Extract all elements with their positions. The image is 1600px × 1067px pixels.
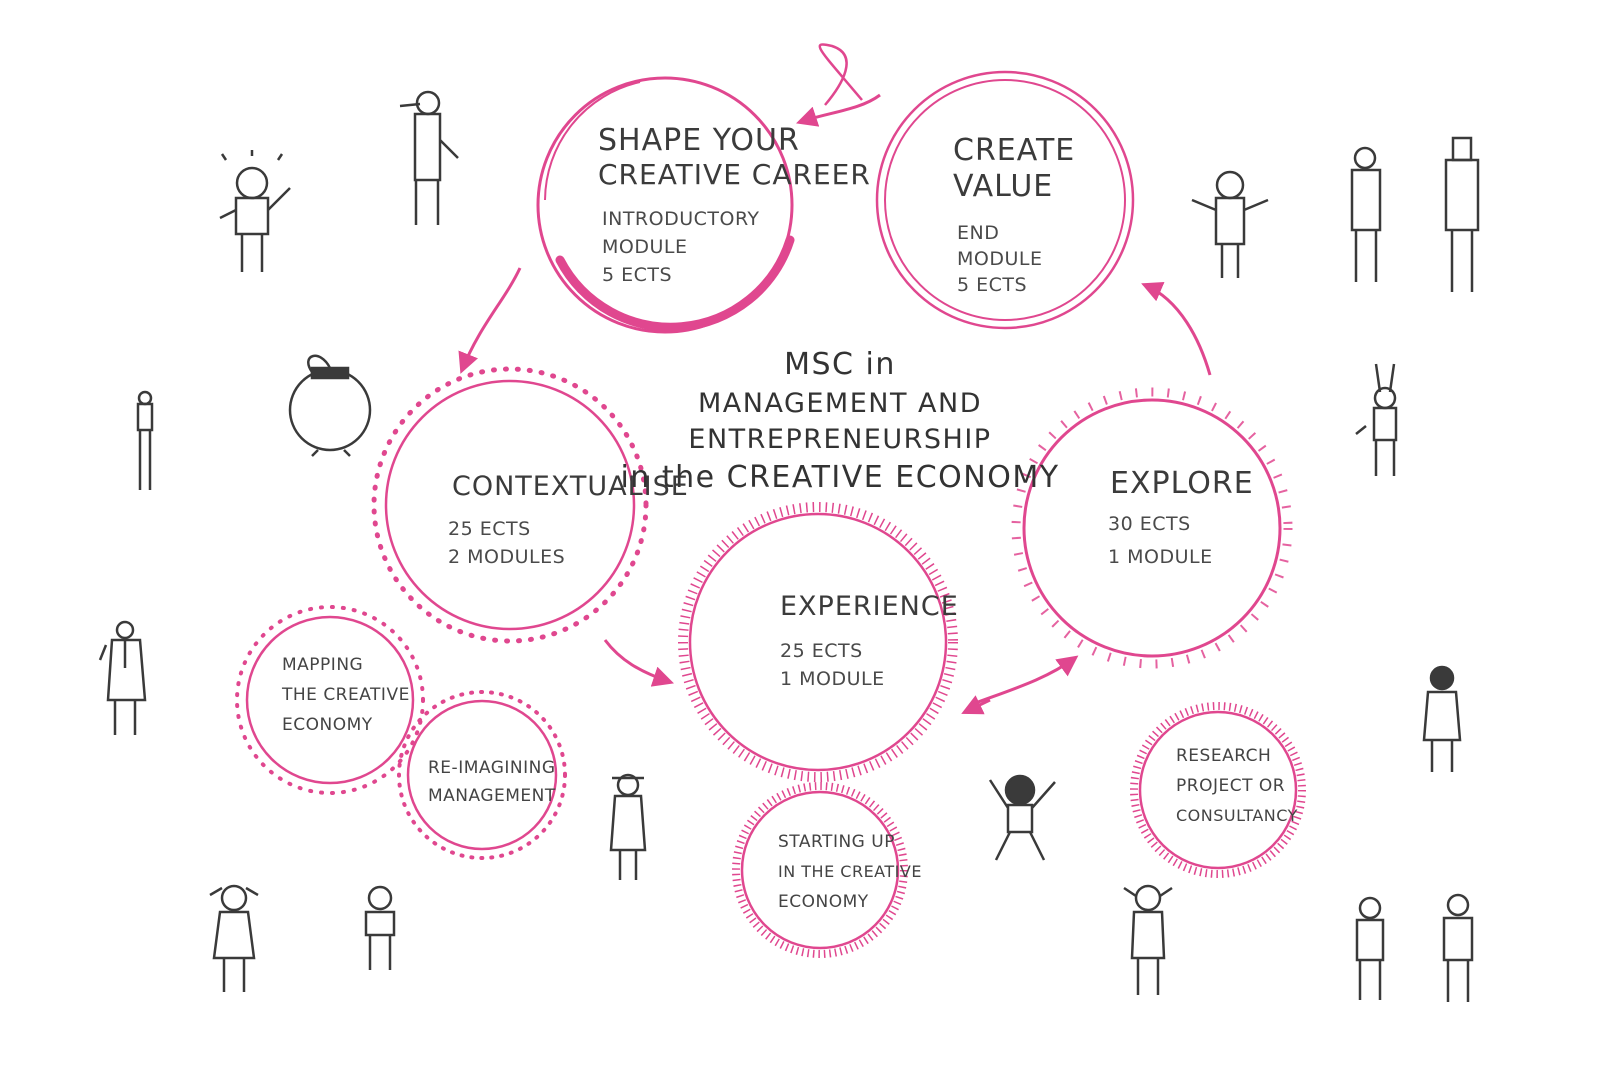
shape-title-1: SHAPE YOUR	[598, 123, 800, 158]
create-title-2: VALUE	[953, 169, 1054, 204]
explore-line-1: 30 ECTS	[1108, 513, 1191, 535]
reimagining-line-2: MANAGEMENT	[428, 786, 556, 806]
contextualise-title: CONTEXTUALISE	[452, 471, 689, 502]
person-figure	[1442, 893, 1474, 1002]
contextualise-line-1: 25 ECTS	[448, 518, 531, 540]
node-contextualise	[371, 366, 649, 644]
person-figure	[1350, 146, 1382, 282]
starting-line-1: STARTING UP	[778, 832, 895, 852]
create-line-3: 5 ECTS	[957, 274, 1028, 296]
explore-line-2: 1 MODULE	[1108, 546, 1213, 568]
person-figure	[209, 884, 259, 992]
create-line-2: MODULE	[957, 248, 1043, 270]
starting-line-3: ECONOMY	[778, 892, 869, 912]
contextualise-line-2: 2 MODULES	[448, 546, 566, 568]
program-title: MSC in MANAGEMENT AND ENTREPRENEURSHIP i…	[560, 345, 1120, 499]
research-line-2: PROJECT OR	[1176, 776, 1286, 796]
node-explore	[1011, 387, 1293, 669]
person-figure	[1444, 136, 1480, 292]
arrow-icon	[458, 43, 1212, 715]
person-figure	[988, 774, 1056, 861]
person-figure	[1355, 896, 1385, 1000]
person-figure	[609, 773, 647, 880]
node-starting	[732, 782, 908, 958]
create-title-1: CREATE	[953, 133, 1076, 168]
mapping-line-3: ECONOMY	[282, 715, 373, 735]
experience-title: EXPERIENCE	[780, 591, 959, 622]
person-figure	[399, 90, 459, 225]
shape-line-1: INTRODUCTORY	[602, 208, 760, 230]
create-line-1: END	[957, 222, 1000, 244]
person-figure	[1422, 665, 1462, 772]
mapping-line-2: THE CREATIVE	[282, 685, 410, 705]
mapping-line-1: MAPPING	[282, 655, 364, 675]
reimagining-line-1: RE-IMAGINING	[428, 758, 556, 778]
program-title-line-2: MANAGEMENT AND ENTREPRENEURSHIP	[688, 387, 992, 455]
person-figure	[364, 885, 396, 970]
research-line-1: RESEARCH	[1176, 746, 1272, 766]
node-reimagining	[397, 690, 567, 860]
shape-title-2: CREATIVE CAREER	[598, 158, 871, 191]
rabbit-figure	[1355, 363, 1398, 476]
experience-line-2: 1 MODULE	[780, 668, 885, 690]
node-research	[1130, 702, 1306, 878]
shape-line-3: 5 ECTS	[602, 264, 673, 286]
person-figure	[98, 620, 147, 735]
program-title-line-3: in the CREATIVE ECONOMY	[620, 460, 1060, 496]
program-title-line-1: MSC in	[784, 347, 896, 382]
node-shape-career	[536, 76, 795, 334]
explore-title: EXPLORE	[1110, 466, 1254, 501]
person-figure	[1191, 170, 1269, 278]
shape-line-2: MODULE	[602, 236, 688, 258]
node-mapping	[235, 605, 425, 795]
experience-line-1: 25 ECTS	[780, 640, 863, 662]
person-figure	[219, 150, 291, 272]
starting-line-2: IN THE CREATIVE	[778, 862, 922, 881]
node-create-value	[875, 70, 1135, 330]
person-figure	[136, 390, 154, 490]
apple-figure	[288, 354, 372, 457]
research-line-3: CONSULTANCY	[1176, 806, 1298, 825]
node-experience	[678, 502, 958, 782]
person-figure	[1123, 884, 1173, 995]
